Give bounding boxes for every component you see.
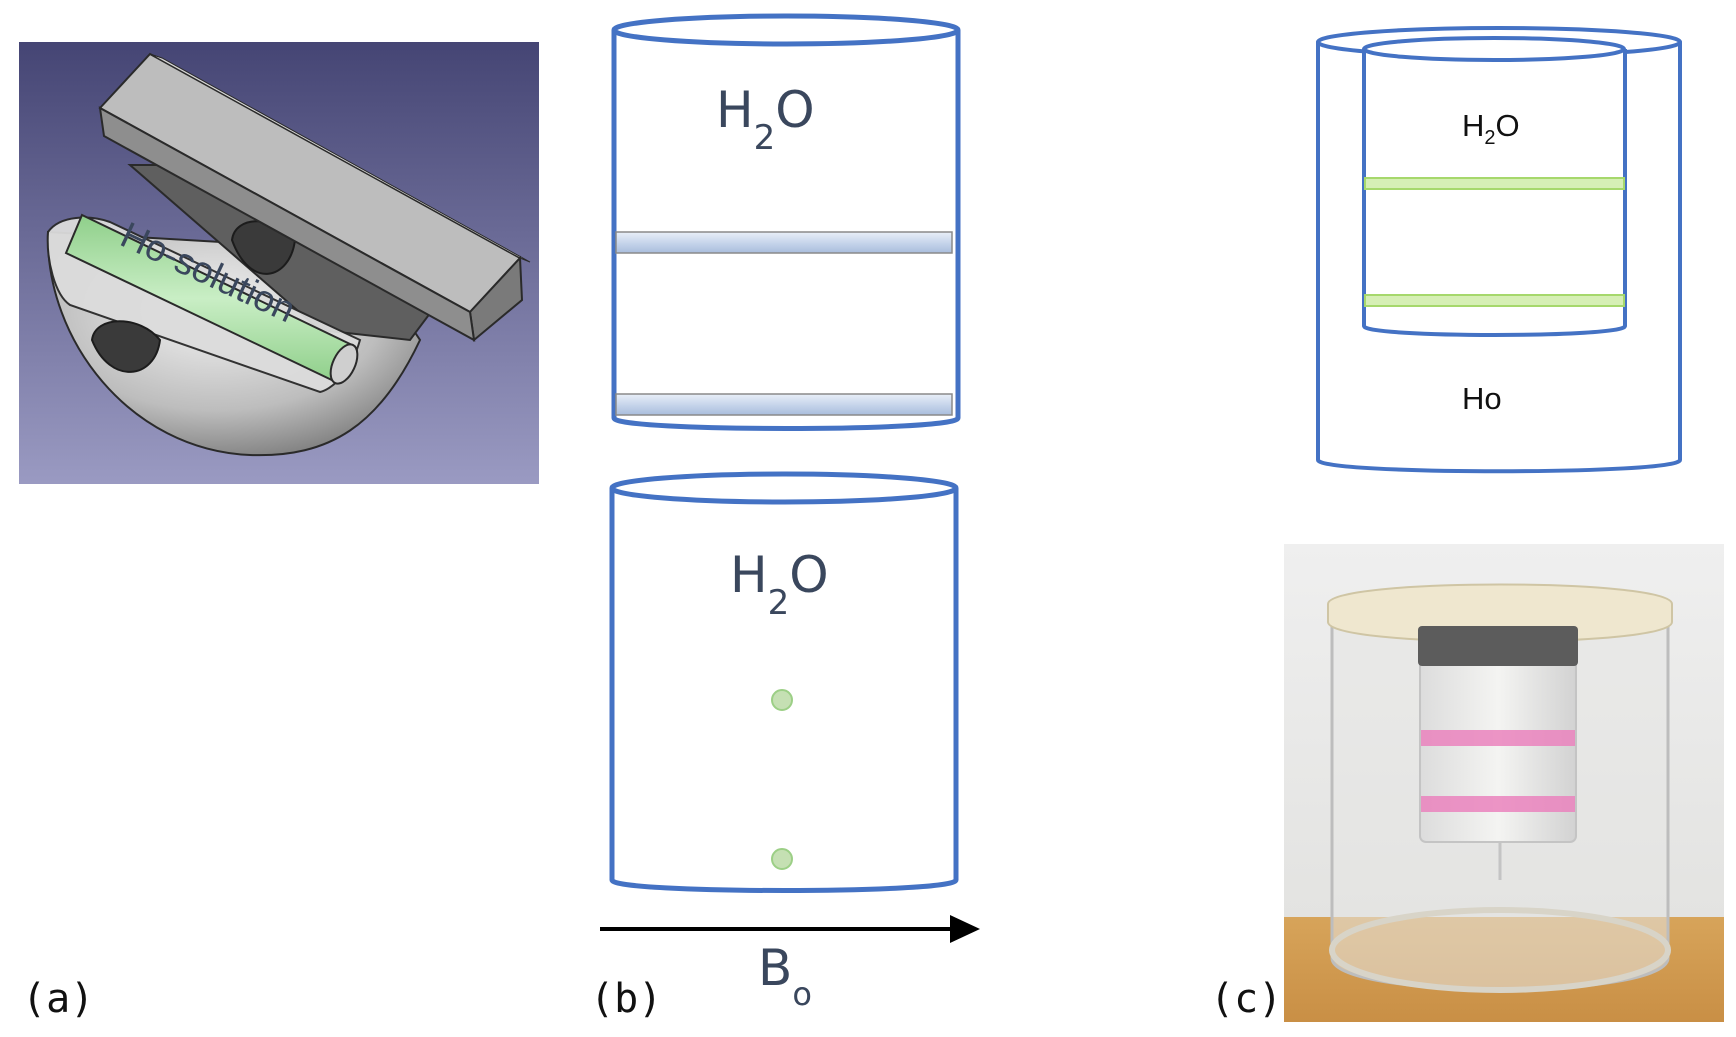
top-cylinder-label: H2O — [716, 81, 815, 158]
sample-marker-lower — [771, 848, 793, 870]
bottom-cylinder-body — [609, 488, 959, 893]
top-bar — [98, 52, 531, 342]
outer-cylinder-body — [1316, 42, 1682, 474]
panel-b: H2O H2O Bo (b) — [590, 13, 980, 1022]
inner-cylinder-label: H2O — [1462, 108, 1520, 149]
bottom-cylinder-label: H2O — [730, 546, 829, 623]
panel-a-label: (a) — [22, 976, 94, 1022]
top-cylinder-band-upper — [615, 231, 953, 254]
bottom-cylinder-rim — [609, 471, 959, 505]
top-cylinder-body — [611, 30, 961, 431]
inner-ring-upper — [1364, 177, 1625, 190]
inner-ring-lower — [1364, 294, 1625, 307]
photo-inner-jar-cap — [1418, 626, 1578, 666]
panel-c: H2O Ho (c) — [1210, 26, 1724, 1022]
photo-ring-upper — [1421, 730, 1575, 746]
panel-b-label: (b) — [590, 976, 662, 1022]
sample-marker-upper — [771, 689, 793, 711]
photo-ring-lower — [1421, 796, 1575, 812]
phantom-photo — [1284, 544, 1724, 1022]
cavity-left — [90, 320, 162, 373]
panel-c-label: (c) — [1210, 976, 1282, 1022]
inner-cylinder-body — [1362, 49, 1627, 337]
field-arrow — [600, 915, 980, 943]
photo-outer-base — [1329, 907, 1671, 993]
nested-cylinder-schematic: H2O Ho — [1316, 26, 1682, 474]
inner-cylinder-rim — [1362, 36, 1626, 62]
top-cylinder-rim — [611, 13, 961, 47]
outer-region-label: Ho — [1462, 381, 1502, 416]
panel-a: Ho-solution (a) — [19, 42, 539, 1022]
bottom-cylinder: H2O — [609, 471, 959, 893]
top-cylinder: H2O — [611, 13, 961, 431]
top-cylinder-band-lower — [615, 393, 953, 416]
field-label: Bo — [758, 939, 812, 1013]
photo-lid — [1327, 583, 1673, 643]
